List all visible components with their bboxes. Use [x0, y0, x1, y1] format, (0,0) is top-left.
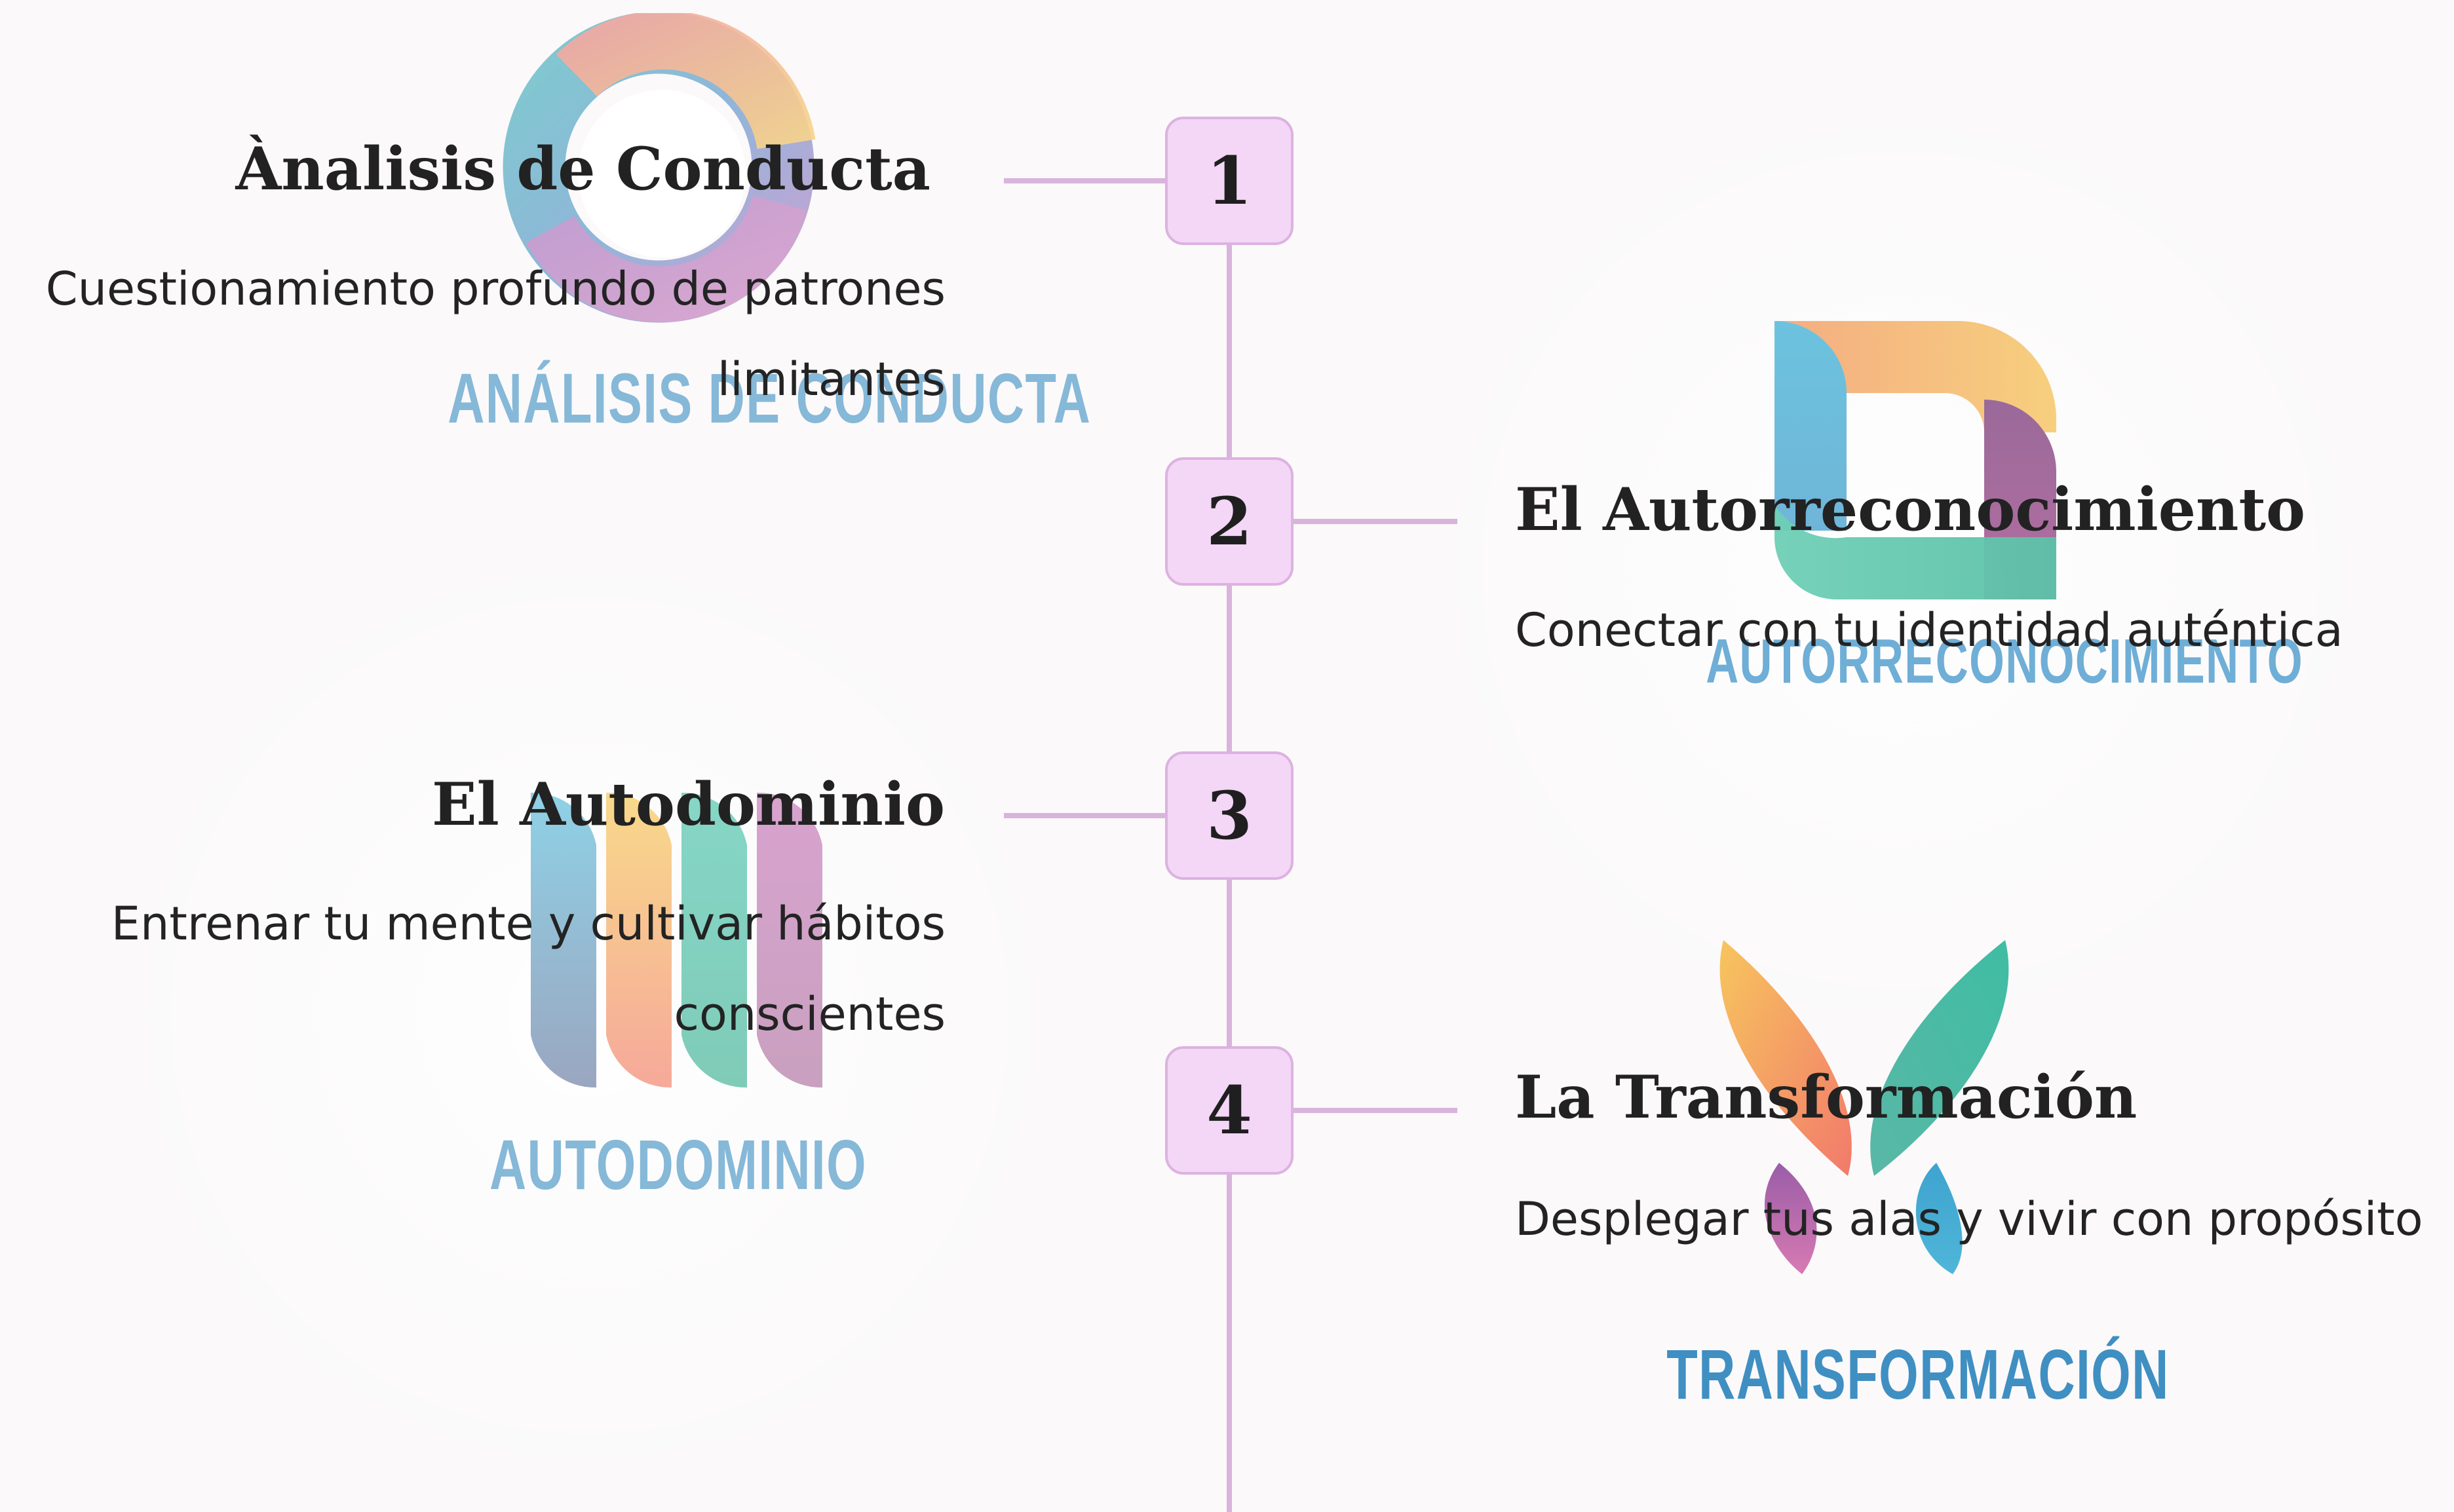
ring-icon	[503, 13, 816, 323]
step-title-1: Ànalisis de Conducta	[235, 134, 931, 204]
butterfly-icon	[1719, 940, 2009, 1274]
four-bars-icon	[531, 792, 822, 1088]
connector-4	[1294, 1108, 1457, 1113]
connector-3	[1004, 813, 1168, 818]
logo-caption-3: AUTODOMINIO	[489, 1125, 867, 1204]
step-number-4: 4	[1165, 1046, 1294, 1175]
rounded-square-icon	[1774, 321, 2056, 599]
step-description-2: Conectar con tu identidad auténtica	[1515, 603, 2343, 657]
logo-caption-1: ANÁLISIS DE CONDUCTA	[448, 358, 1092, 438]
step-description-1: Cuestionamiento profundo de patrones lim…	[45, 262, 946, 406]
connector-1	[1004, 178, 1168, 183]
step-title-4: La Transformación	[1515, 1063, 2138, 1132]
step-title-2: El Autorreconocimiento	[1515, 475, 2306, 544]
step-number-2: 2	[1165, 457, 1294, 586]
logo-caption-4: TRANSFORMACIÓN	[1666, 1334, 2170, 1414]
step-number-1: 1	[1165, 117, 1294, 245]
step-title-3: El Autodominio	[431, 770, 945, 839]
step-number-3: 3	[1165, 751, 1294, 880]
connector-2	[1294, 519, 1457, 524]
step-description-3: Entrenar tu mente y cultivar hábitos con…	[111, 897, 946, 1041]
step-description-4: Desplegar tus alas y vivir con propósito	[1515, 1192, 2423, 1246]
